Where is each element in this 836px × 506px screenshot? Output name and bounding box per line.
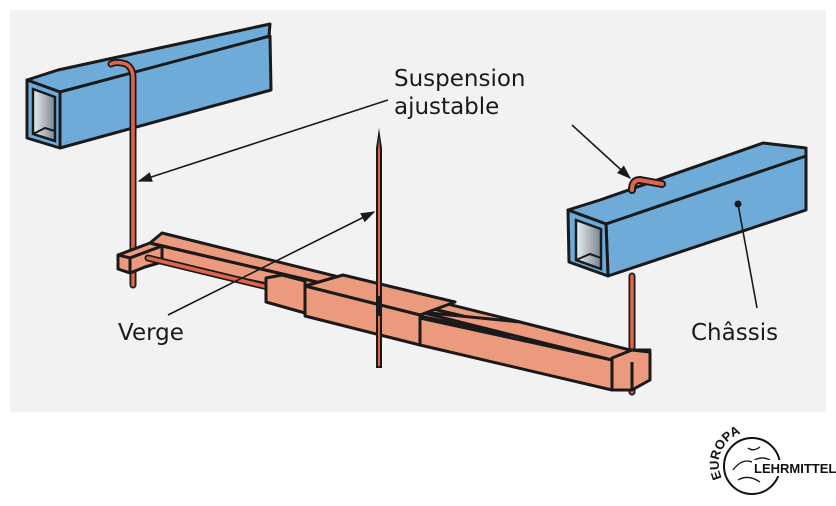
right-suspension-hook <box>628 175 666 194</box>
tram-bar <box>116 231 652 392</box>
label-suspension-line2: ajustable <box>394 94 499 120</box>
logo-right-text: LEHRMITTEL <box>754 461 836 476</box>
label-verge: Verge <box>118 320 184 346</box>
label-suspension-line1: Suspension <box>394 66 526 92</box>
pointer-rod <box>376 128 382 368</box>
verge-leader <box>167 211 376 316</box>
left-suspension-rod <box>107 59 137 289</box>
right-chassis-beam <box>566 141 808 278</box>
leader-lines <box>137 99 758 316</box>
suspension-leader-left <box>137 99 389 182</box>
chassis-leader <box>737 203 758 309</box>
europa-lehrmittel-logo: EUROPA LEHRMITTEL <box>707 422 836 495</box>
suspension-leader-right <box>571 124 632 179</box>
left-chassis-beam <box>25 22 273 150</box>
label-chassis: Châssis <box>691 320 778 346</box>
